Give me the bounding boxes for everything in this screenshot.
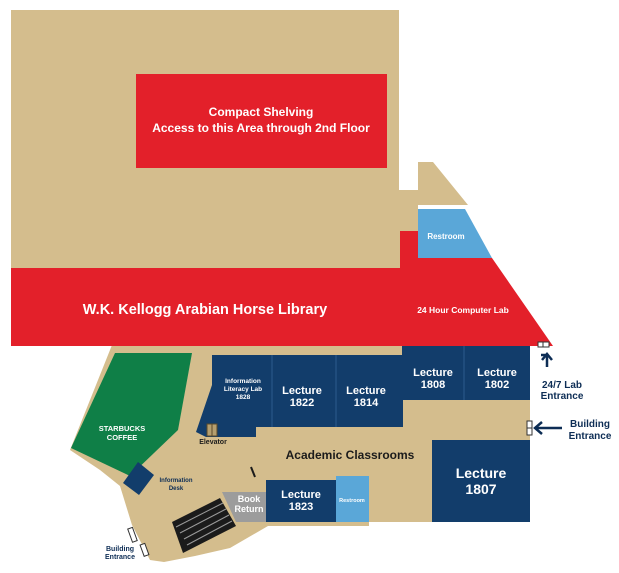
lab-entrance-arrow-icon (541, 352, 553, 367)
lecture-dividers (271, 346, 465, 427)
building-entrance-left-line1: Building (106, 546, 134, 553)
starbucks-coffee[interactable] (71, 353, 192, 476)
lecture-1808-line2: 1808 (421, 379, 445, 391)
restroom-lower[interactable] (336, 476, 369, 522)
lab-entrance-door[interactable] (537, 341, 550, 348)
starbucks-line1: STARBUCKS (99, 424, 146, 433)
compact-shelving-area (136, 74, 387, 168)
lecture-1802-line2: 1802 (485, 379, 509, 391)
lecture-1807[interactable] (432, 440, 530, 522)
information-desk-line1: Information (160, 478, 193, 484)
info-lit-lab-line3: 1828 (236, 394, 251, 401)
building-entrance-right-arrow-icon (533, 421, 562, 435)
lab-entrance-line1: 24/7 Lab (542, 380, 582, 391)
kellogg-library-label: W.K. Kellogg Arabian Horse Library (83, 302, 327, 318)
information-desk[interactable] (123, 462, 154, 495)
elevator-label: Elevator (199, 439, 227, 446)
lecture-1823[interactable] (266, 480, 336, 522)
stair-steps (175, 502, 233, 546)
lecture-1823-line2: 1823 (289, 501, 313, 513)
lecture-1823-line1: Lecture (281, 489, 321, 501)
info-lit-lab-line1: Information (225, 378, 261, 385)
kellogg-library-area[interactable] (11, 231, 553, 346)
book-return[interactable] (222, 492, 266, 522)
lecture-1814-line1: Lecture (346, 385, 386, 397)
lecture-1808-line1: Lecture (413, 367, 453, 379)
information-desk-line2: Desk (169, 486, 184, 492)
navy-classroom-cluster (196, 346, 530, 437)
compact-shelving-line1: Compact Shelving (209, 105, 314, 119)
building-entrance-right-line1: Building (570, 419, 610, 430)
restroom-lower-label: Restroom (339, 498, 365, 504)
lecture-1822-line1: Lecture (282, 385, 322, 397)
lecture-1807-line1: Lecture (456, 465, 507, 481)
book-return-line2: Return (235, 504, 264, 514)
lecture-1802-line1: Lecture (477, 367, 517, 379)
compact-shelving-line2: Access to this Area through 2nd Floor (152, 121, 370, 135)
building-entrance-right-door[interactable] (526, 420, 533, 436)
info-lit-lab-line2: Literacy Lab (224, 386, 262, 393)
lecture-1814-line2: 1814 (354, 397, 379, 409)
restroom-upper[interactable] (418, 209, 492, 258)
lecture-1807-line2: 1807 (465, 481, 496, 497)
book-return-line1: Book (238, 494, 261, 504)
computer-lab-label: 24 Hour Computer Lab (417, 305, 509, 315)
building-entrance-right-line2: Entrance (569, 431, 612, 442)
academic-classrooms-label: Academic Classrooms (286, 448, 415, 462)
building-entrance-left-line2: Entrance (105, 554, 135, 561)
building-entrance-left-door[interactable] (127, 526, 150, 557)
lecture-1822-line2: 1822 (290, 397, 314, 409)
starbucks-line2: COFFEE (107, 433, 137, 442)
lab-entrance-line2: Entrance (541, 391, 584, 402)
restroom-upper-label: Restroom (427, 232, 464, 241)
